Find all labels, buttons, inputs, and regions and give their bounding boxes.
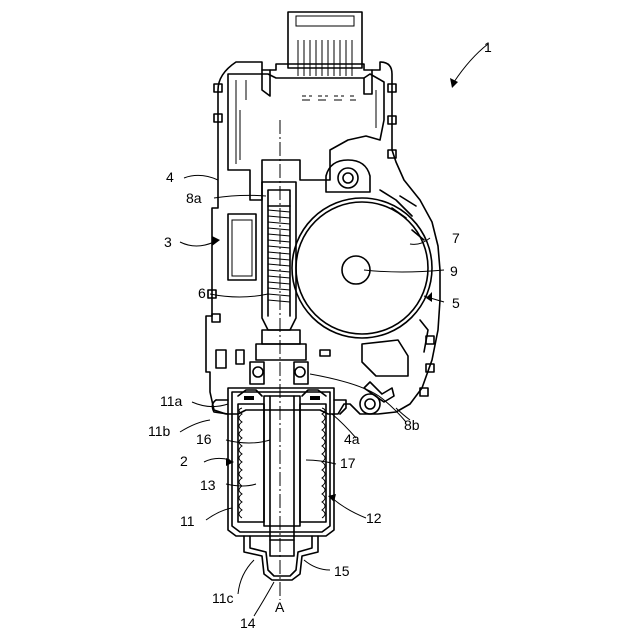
housing-outline — [206, 62, 440, 414]
label-8a: 8a — [186, 190, 202, 206]
label-13: 13 — [200, 477, 216, 493]
label-11a: 11a — [160, 393, 183, 409]
label-1: 1 — [484, 39, 492, 55]
label-11: 11 — [180, 513, 195, 529]
label-7: 7 — [452, 230, 460, 246]
label-11c: 11c — [212, 590, 234, 606]
label-2: 2 — [180, 453, 188, 469]
label-6: 6 — [198, 285, 206, 301]
worm-wheel — [292, 198, 432, 338]
label-A: A — [275, 599, 285, 615]
bottom-cap — [244, 536, 318, 580]
label-8b: 8b — [404, 417, 420, 433]
label-3: 3 — [164, 234, 172, 250]
label-5: 5 — [452, 295, 460, 311]
label-11b: 11b — [148, 423, 171, 439]
output-shaft-assembly — [250, 182, 308, 384]
label-16: 16 — [196, 431, 212, 447]
housing-window — [228, 214, 256, 280]
label-15: 15 — [334, 563, 350, 579]
label-9: 9 — [450, 263, 458, 279]
label-12: 12 — [366, 510, 382, 526]
label-14: 14 — [240, 615, 256, 631]
connector — [288, 12, 362, 100]
label-17: 17 — [340, 455, 356, 471]
label-4a: 4a — [344, 431, 360, 447]
label-4: 4 — [166, 169, 174, 185]
